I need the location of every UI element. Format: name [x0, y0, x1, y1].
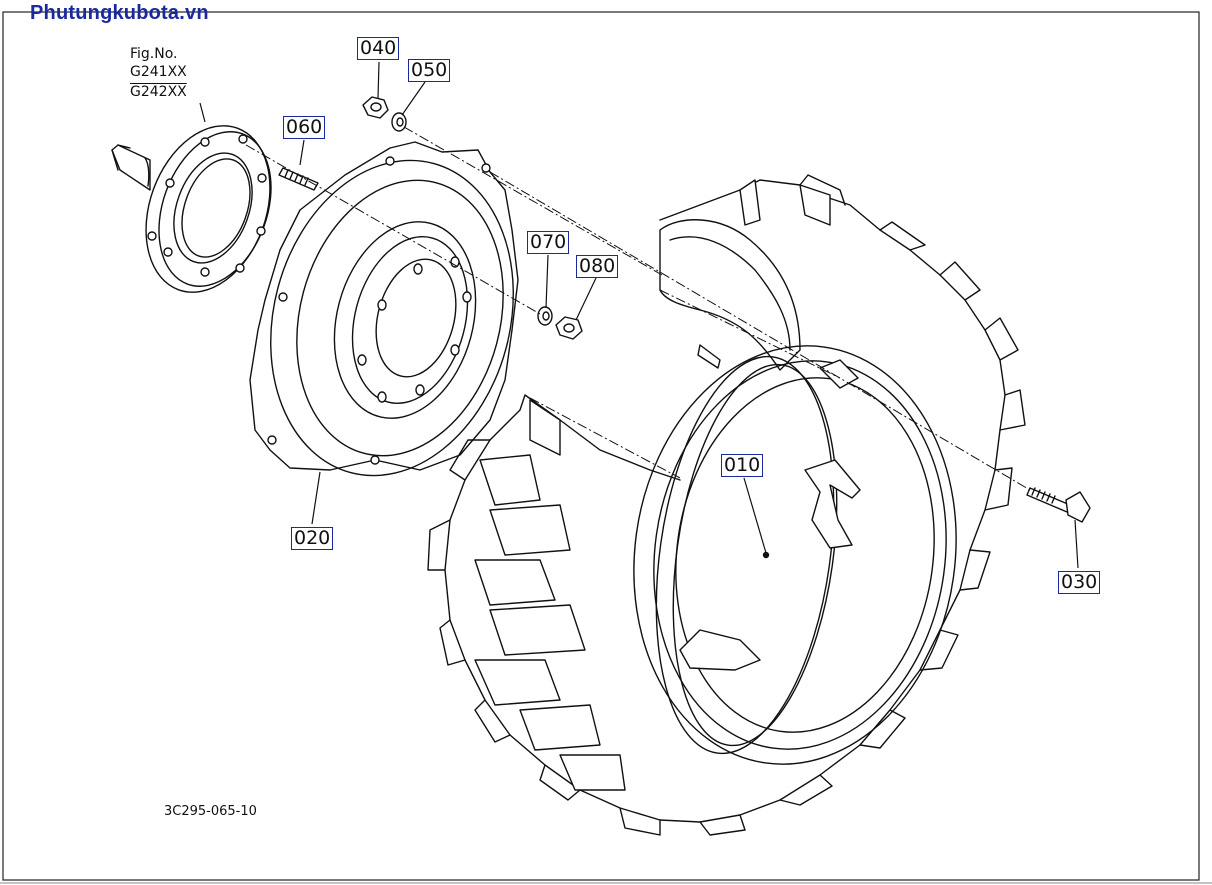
assembly-line-rim [659, 289, 841, 379]
assembly-line-bolt [489, 171, 1031, 491]
leader-010 [743, 477, 767, 554]
leader-060 [299, 139, 305, 166]
wheel-disc-020 [249, 141, 519, 477]
callout-050[interactable]: 050 [408, 59, 451, 82]
nut-040-drawing [362, 96, 389, 119]
nut-080-drawing [555, 316, 583, 340]
leader-080 [575, 277, 597, 321]
assembly-line-washer [403, 126, 663, 276]
bolt-030-drawing [1026, 487, 1091, 523]
callout-060[interactable]: 060 [283, 116, 326, 139]
callout-040[interactable]: 040 [357, 37, 400, 60]
fig-code-2: G242XX [130, 84, 187, 100]
leader-fig [199, 102, 206, 123]
brand-watermark: Phutungkubota.vn [30, 2, 209, 24]
stud-060-drawing [278, 167, 319, 191]
washer-050-drawing [391, 112, 407, 132]
axle-hub [111, 125, 272, 293]
leader-040 [377, 61, 380, 99]
assembly-line-stud [245, 144, 541, 315]
fig-no-label: Fig.No. [130, 46, 178, 62]
callout-020[interactable]: 020 [291, 527, 334, 550]
page-border [2, 11, 1200, 881]
document-id: 3C295-065-10 [164, 804, 257, 819]
assembly-line-tire [529, 397, 681, 479]
callout-070[interactable]: 070 [527, 231, 570, 254]
fig-code-1: G241XX [130, 64, 187, 80]
tire-rim-010 [427, 174, 1026, 836]
leader-020 [311, 471, 321, 525]
leader-070 [545, 254, 549, 309]
callout-010[interactable]: 010 [721, 454, 764, 477]
leader-050 [401, 81, 426, 116]
leader-030 [1074, 519, 1079, 569]
callout-030[interactable]: 030 [1058, 571, 1101, 594]
washer-070-drawing [537, 306, 553, 326]
callout-080[interactable]: 080 [576, 255, 619, 278]
